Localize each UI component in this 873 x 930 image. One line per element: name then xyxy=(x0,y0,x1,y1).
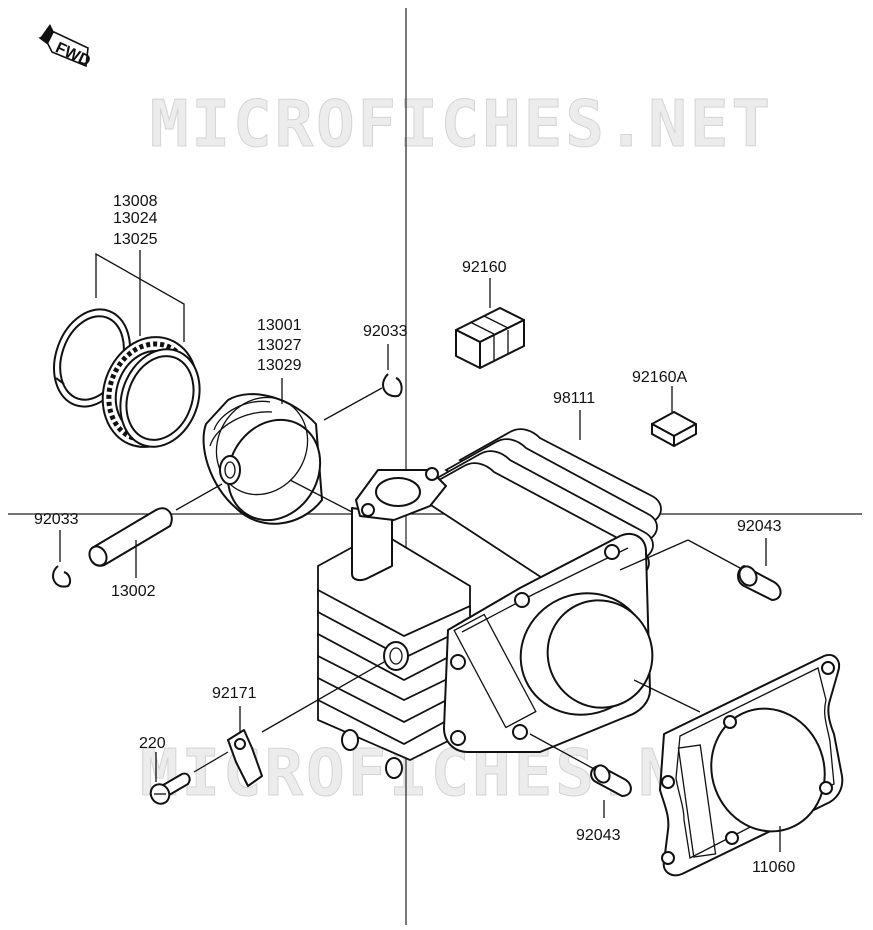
dowel-bottom-line xyxy=(529,733,597,771)
ring-label-3: 13025 xyxy=(113,231,158,248)
dowel-right-label: 92043 xyxy=(737,518,782,535)
cap-set-label: 92160 xyxy=(462,259,507,276)
upper-clip-label: 92033 xyxy=(363,323,408,340)
cylinder-block xyxy=(317,428,662,779)
upper-clip-line xyxy=(323,387,383,421)
watermark-top: MICROFICHES.NET xyxy=(150,88,773,162)
cap-single-label: 92160A xyxy=(632,369,687,386)
clamp xyxy=(227,729,263,787)
piston xyxy=(202,393,323,525)
clamp-line xyxy=(261,661,385,733)
bolt xyxy=(149,772,191,805)
gasket xyxy=(659,654,844,877)
dowel-right xyxy=(737,565,782,601)
piston-label-2: 13027 xyxy=(257,337,302,354)
clamp-label: 92171 xyxy=(212,685,257,702)
dowel-right-line xyxy=(687,539,741,569)
ring-label-1: 13008 xyxy=(113,193,158,210)
dowel-bottom xyxy=(590,764,632,797)
cylinder-label: 98111 xyxy=(553,390,595,407)
bolt-label: 220 xyxy=(139,735,166,752)
cap-set xyxy=(455,307,525,369)
piston-label-1: 13001 xyxy=(257,317,302,334)
piston-pin xyxy=(88,507,173,567)
pin-label: 13002 xyxy=(111,583,156,600)
left-clip xyxy=(52,565,72,588)
dowel-right-line-2 xyxy=(619,539,689,571)
ring-label-2: 13024 xyxy=(113,210,158,227)
pin-to-piston-line xyxy=(175,483,223,511)
piston-to-bore-line xyxy=(289,479,353,513)
cap-single xyxy=(651,411,697,447)
upper-clip xyxy=(382,373,403,398)
piston-rings xyxy=(53,308,201,448)
dowel-bottom-label: 92043 xyxy=(576,827,621,844)
gasket-label: 11060 xyxy=(752,859,795,876)
piston-label-3: 13029 xyxy=(257,357,302,374)
gasket-line xyxy=(633,679,701,713)
fwd-arrow-icon: FWD xyxy=(38,24,93,70)
left-clip-label: 92033 xyxy=(34,511,79,528)
bolt-line xyxy=(193,751,229,773)
